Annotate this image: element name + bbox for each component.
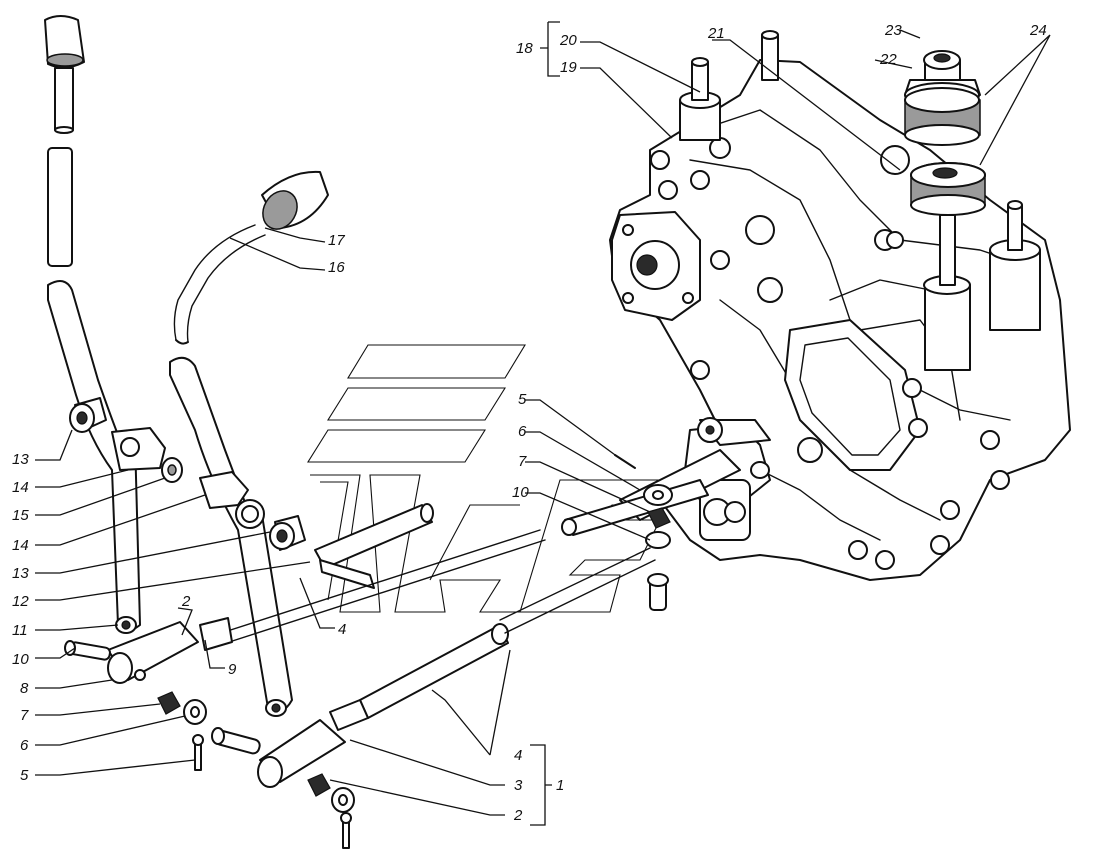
callout-7a: 7 [20,707,29,724]
callout-4a: 4 [338,621,346,638]
callout-11: 11 [12,622,28,639]
gear-lever-left [44,15,183,634]
callout-16: 16 [328,259,345,276]
callout-13a: 13 [12,451,29,468]
callout-2b: 2 [513,807,523,824]
callout-13b: 13 [12,565,29,582]
callout-15: 15 [12,507,29,524]
callout-10b: 10 [512,484,529,501]
callout-19: 19 [560,59,577,76]
callout-23: 23 [884,22,902,39]
callout-9: 9 [228,661,237,678]
callout-14a: 14 [12,479,29,496]
callout-6b: 6 [518,423,527,440]
engine-mount-cushions [904,50,986,216]
watermark-logo [307,344,681,613]
callout-24: 24 [1029,22,1047,39]
callout-8: 8 [20,680,29,697]
shift-rod-lower [157,454,673,849]
callout-3: 3 [514,777,523,794]
callout-21: 21 [707,25,725,42]
callout-12: 12 [12,593,29,610]
transmission-housing [561,30,1071,581]
callout-7b: 7 [518,453,527,470]
callout-1: 1 [556,777,564,794]
callout-14b: 14 [12,537,29,554]
gear-lever-right [169,170,329,717]
callout-5b: 5 [518,391,527,408]
callout-18: 18 [516,40,533,57]
leader-lines [35,21,1051,826]
shift-rod-upper [64,529,546,684]
callout-22: 22 [879,51,897,68]
pivot-shaft [314,503,434,589]
callout-5a: 5 [20,767,29,784]
callout-2a: 2 [181,593,191,610]
callout-4b: 4 [514,747,522,764]
callout-labels: 18 20 19 21 23 22 24 17 16 13 14 15 14 1… [12,22,1047,824]
callout-20: 20 [559,32,577,49]
callout-10a: 10 [12,651,29,668]
callout-17: 17 [328,232,345,249]
callout-6a: 6 [20,737,29,754]
